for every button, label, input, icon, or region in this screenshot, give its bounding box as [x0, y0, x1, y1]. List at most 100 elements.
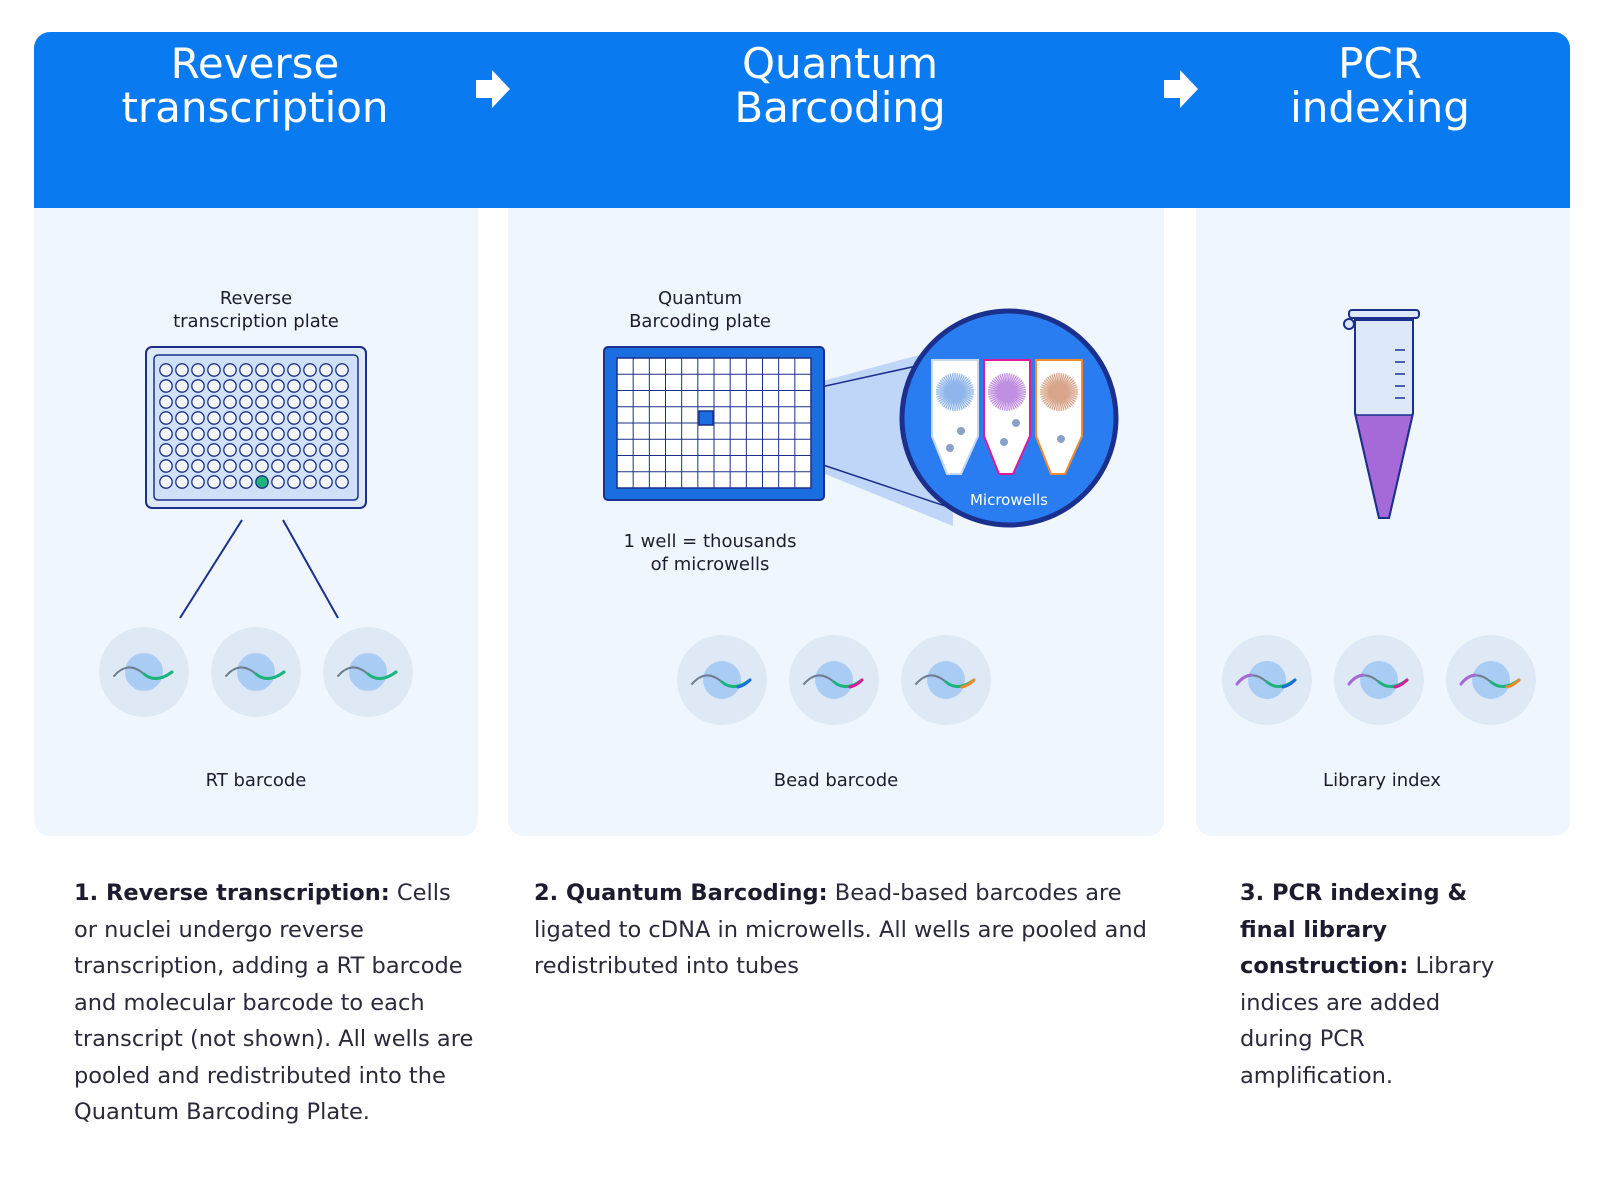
plate-well: [287, 379, 301, 393]
plate-well: [303, 443, 317, 457]
barcoded-bead: [789, 635, 879, 725]
microwells-label: Microwells: [969, 491, 1049, 509]
plate-well: [287, 459, 301, 473]
description-step-2: 2. Quantum Barcoding: Bead-based barcode…: [534, 880, 1147, 979]
plate-well: [223, 363, 237, 377]
plate-well: [207, 427, 221, 441]
gel-bead: [1000, 385, 1014, 399]
barcoded-bead: [1446, 635, 1536, 725]
plate-well: [207, 459, 221, 473]
barcoded-bead: [1222, 635, 1312, 725]
plate-well: [287, 395, 301, 409]
plate-well: [271, 427, 285, 441]
plate-well: [175, 379, 189, 393]
plate-well: [319, 427, 333, 441]
plate-well: [303, 379, 317, 393]
plate-well: [255, 411, 269, 425]
plate-well: [319, 363, 333, 377]
description-step-3: 3. PCR indexing & final library construc…: [1240, 880, 1495, 1089]
plate-well: [287, 475, 301, 489]
plate-well: [335, 395, 349, 409]
plate-well: [319, 459, 333, 473]
arrow-right-icon: [1164, 70, 1198, 108]
plate-well: [207, 395, 221, 409]
plate-well: [223, 411, 237, 425]
plate-well: [159, 443, 173, 457]
bead-barcode-label: Bead barcode: [773, 770, 899, 791]
plate-well: [239, 427, 253, 441]
plate-well: [287, 443, 301, 457]
barcoded-bead: [99, 627, 189, 717]
plate-well: [255, 475, 269, 489]
plate-well: [207, 475, 221, 489]
gel-bead: [948, 385, 962, 399]
plate-well: [223, 427, 237, 441]
plate-well: [303, 459, 317, 473]
plate-well: [175, 459, 189, 473]
plate-well: [223, 459, 237, 473]
plate-well: [255, 379, 269, 393]
barcoded-bead: [901, 635, 991, 725]
plate-well: [335, 443, 349, 457]
plate-well: [239, 379, 253, 393]
plate-well: [175, 411, 189, 425]
plate-well: [303, 475, 317, 489]
rt-plate-illustration: [145, 346, 367, 509]
plate-well: [271, 411, 285, 425]
plate-well: [255, 427, 269, 441]
plate-well: [271, 443, 285, 457]
plate-well: [159, 459, 173, 473]
plate-well: [191, 363, 205, 377]
plate-well: [239, 363, 253, 377]
plate-well: [239, 395, 253, 409]
plate-well: [303, 363, 317, 377]
pcr-tube-icon: [1343, 309, 1420, 519]
plate-well: [271, 395, 285, 409]
plate-well: [271, 363, 285, 377]
plate-well: [271, 459, 285, 473]
plate-well: [319, 395, 333, 409]
qb-plate-illustration: [603, 346, 964, 526]
plate-well: [175, 363, 189, 377]
plate-well: [335, 459, 349, 473]
panel-quantum-barcoding: [508, 208, 1164, 836]
plate-well: [191, 459, 205, 473]
plate-well: [159, 363, 173, 377]
plate-well: [175, 427, 189, 441]
plate-well: [255, 459, 269, 473]
plate-well: [271, 475, 285, 489]
plate-well: [207, 363, 221, 377]
plate-well: [303, 395, 317, 409]
plate-well: [319, 379, 333, 393]
plate-well: [159, 395, 173, 409]
plate-well: [191, 411, 205, 425]
plate-well: [159, 411, 173, 425]
plate-well: [303, 411, 317, 425]
plate-well: [191, 475, 205, 489]
plate-well: [223, 379, 237, 393]
plate-well: [223, 475, 237, 489]
plate-well: [271, 379, 285, 393]
plate-well: [239, 443, 253, 457]
arrow-right-icon: [476, 70, 510, 108]
plate-well: [239, 475, 253, 489]
rt-barcode-label: RT barcode: [205, 770, 307, 791]
plate-well: [255, 443, 269, 457]
plate-well: [335, 363, 349, 377]
plate-well: [319, 443, 333, 457]
plate-well: [255, 395, 269, 409]
plate-well: [335, 411, 349, 425]
plate-well: [175, 395, 189, 409]
plate-well: [175, 443, 189, 457]
plate-well: [239, 411, 253, 425]
plate-well: [319, 475, 333, 489]
description-step-1: 1. Reverse transcription: Cells or nucle…: [74, 880, 474, 1125]
barcoded-bead: [677, 635, 767, 725]
plate-well: [207, 379, 221, 393]
header-bar: [34, 32, 1570, 208]
